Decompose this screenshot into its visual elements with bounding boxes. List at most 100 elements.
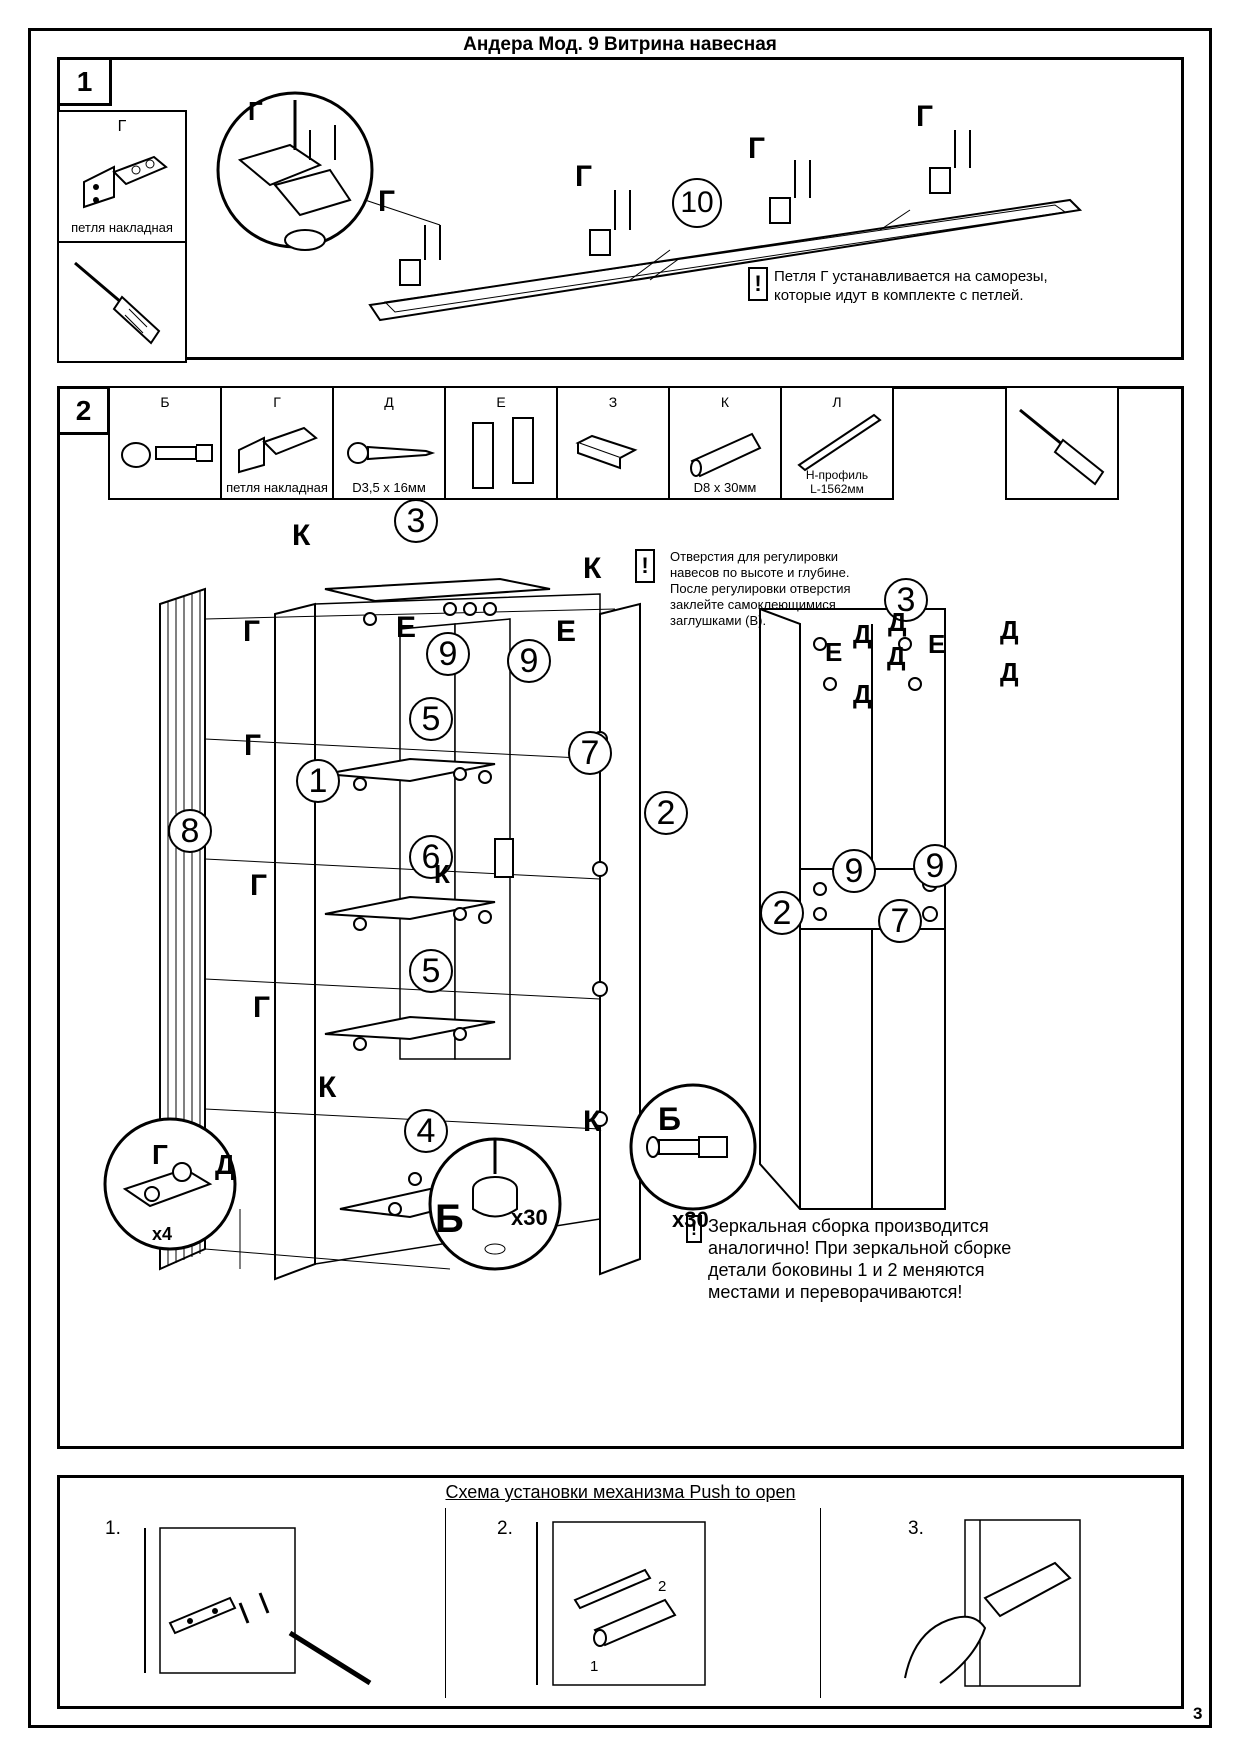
part-g-letter: Г (273, 394, 281, 410)
step1-note-line2: которые идут в комплекте с петлей. (774, 287, 1024, 304)
label-k2: К (583, 552, 602, 585)
part-e-letter: Е (496, 394, 506, 410)
push-arrow-label-2: 2 (658, 1578, 667, 1595)
detail-d-label: Д (215, 1149, 235, 1180)
hinge-caption: петля накладная (71, 220, 173, 235)
step2-panel: 2 Б Г петля накладная Д D3,5 x 16мм Е (57, 386, 1184, 1449)
push-step-1-label: 1. (105, 1518, 121, 1539)
detail-cam-count: x30 (511, 1205, 548, 1230)
part-cell-e: Е (444, 386, 558, 500)
right-part-number-2: 2 (760, 891, 804, 935)
hinge-label-g4: Г (748, 132, 766, 165)
warning-icon: ! (686, 1215, 702, 1243)
part-number-5b: 5 (409, 949, 453, 993)
right-label-d4: Д (887, 641, 906, 671)
push-step-1-drawing (144, 1527, 372, 1686)
part-k-caption: D8 x 30мм (693, 480, 757, 495)
mirror-note: ! Зеркальная сборка производится аналоги… (686, 1215, 1128, 1303)
adjust-note-line3: После регулировки отверстия (670, 581, 851, 596)
step1-number: 1 (60, 60, 112, 106)
part-number-9a: 9 (426, 632, 470, 676)
adjust-note-line2: навесов по высоте и глубине. (670, 565, 850, 580)
part-number-9b: 9 (507, 639, 551, 683)
right-label-d2: Д (853, 619, 872, 649)
part-b-letter: Б (160, 394, 170, 410)
hinge-label-g3: Г (575, 160, 593, 193)
glass-door-frame (368, 130, 1083, 322)
right-part-number-9b: 9 (913, 844, 957, 888)
label-g4: Г (253, 991, 271, 1024)
push-open-divider-2 (820, 1508, 821, 1698)
push-step-2-drawing (536, 1521, 706, 1686)
adjust-note-line1: Отверстия для регулировки (670, 549, 839, 564)
detail-b-label: Б (435, 1197, 464, 1241)
detail-dowel-count: x30 (672, 1207, 709, 1232)
part-l-caption-2: L-1562мм (810, 482, 864, 496)
push-open-divider-1 (445, 1508, 446, 1698)
step1-panel: 1 Г петля накладная Г (57, 57, 1184, 363)
part-number-10: 10 (672, 178, 722, 228)
mirror-note-line3: детали боковины 1 и 2 меняются (708, 1260, 985, 1280)
right-label-d3: Д (1000, 615, 1019, 645)
push-step-3-drawing (904, 1519, 1081, 1687)
hinge-icon (83, 155, 168, 209)
push-latch-icon (575, 434, 638, 470)
right-part-number-3: 3 (884, 578, 928, 622)
hanger-bracket-icon (472, 417, 534, 489)
push-arrow-label-1: 1 (590, 1658, 599, 1675)
part-cell-g: Г петля накладная (220, 386, 334, 500)
screw-icon (347, 442, 436, 464)
part-cell-l: Л H-профиль L-1562мм (780, 386, 894, 500)
part-cell-b: Б (108, 386, 222, 500)
right-part-number-9a: 9 (832, 849, 876, 893)
step2-screwdriver-cell (1005, 386, 1119, 500)
part-number-7: 7 (568, 731, 612, 775)
label-k4: К (318, 1071, 337, 1104)
detail-hinge-count: x4 (152, 1224, 173, 1244)
h-profile-icon (797, 413, 882, 472)
right-part-number-7: 7 (878, 899, 922, 943)
part-number-8: 8 (168, 809, 212, 853)
label-e1: Е (396, 611, 417, 644)
step1-note: ! Петля Г устанавливается на саморезы, к… (748, 267, 1148, 305)
mirror-note-line1: Зеркальная сборка производится (708, 1216, 989, 1236)
push-open-title: Схема установки механизма Push to open (445, 1482, 796, 1502)
adjust-note-line5: заглушками (В). (670, 613, 767, 628)
dowel-icon (690, 432, 762, 478)
detail-g-label: Г (152, 1139, 168, 1170)
label-g3: Г (250, 869, 268, 902)
label-g1: Г (243, 615, 261, 648)
right-label-e1: Е (825, 637, 843, 667)
part-number-6: 6 (409, 835, 453, 879)
push-step-3-label: 3. (908, 1518, 924, 1539)
hinge-letter: Г (117, 118, 127, 135)
part-cell-d: Д D3,5 x 16мм (332, 386, 446, 500)
cam-bolt-icon (121, 442, 213, 468)
warning-icon: ! (748, 267, 768, 301)
part-number-4: 4 (404, 1109, 448, 1153)
hinge-label-g2: Г (378, 185, 396, 218)
hinge-label-g1: Г (248, 96, 263, 126)
part-number-3: 3 (394, 499, 438, 543)
label-g2: Г (244, 729, 262, 762)
warning-icon: ! (635, 549, 655, 583)
page-frame (28, 28, 1212, 1728)
part-g-caption: петля накладная (226, 480, 328, 495)
part-l-caption-1: H-профиль (805, 468, 869, 482)
right-label-d5: Д (1000, 657, 1019, 687)
screwdriver-icon (1019, 408, 1105, 486)
mirror-note-line4: местами и переворачиваются! (708, 1282, 963, 1302)
part-k-letter: К (720, 394, 730, 410)
screwdriver-icon (74, 261, 161, 345)
step1-screwdriver-cell (57, 241, 187, 363)
right-label-d1: Д (888, 607, 907, 637)
hinge-icon (238, 426, 318, 474)
cam-detail-magnifier (428, 1137, 562, 1271)
mirror-note-line2: аналогично! При зеркальной сборке (708, 1238, 1012, 1258)
part-cell-z: З (556, 386, 670, 500)
part-number-5a: 5 (409, 697, 453, 741)
part-cell-k: К D8 x 30мм (668, 386, 782, 500)
step2-number: 2 (60, 389, 110, 435)
label-k5: К (583, 1105, 602, 1138)
adjust-note: ! Отверстия для регулировки навесов по в… (635, 549, 910, 629)
